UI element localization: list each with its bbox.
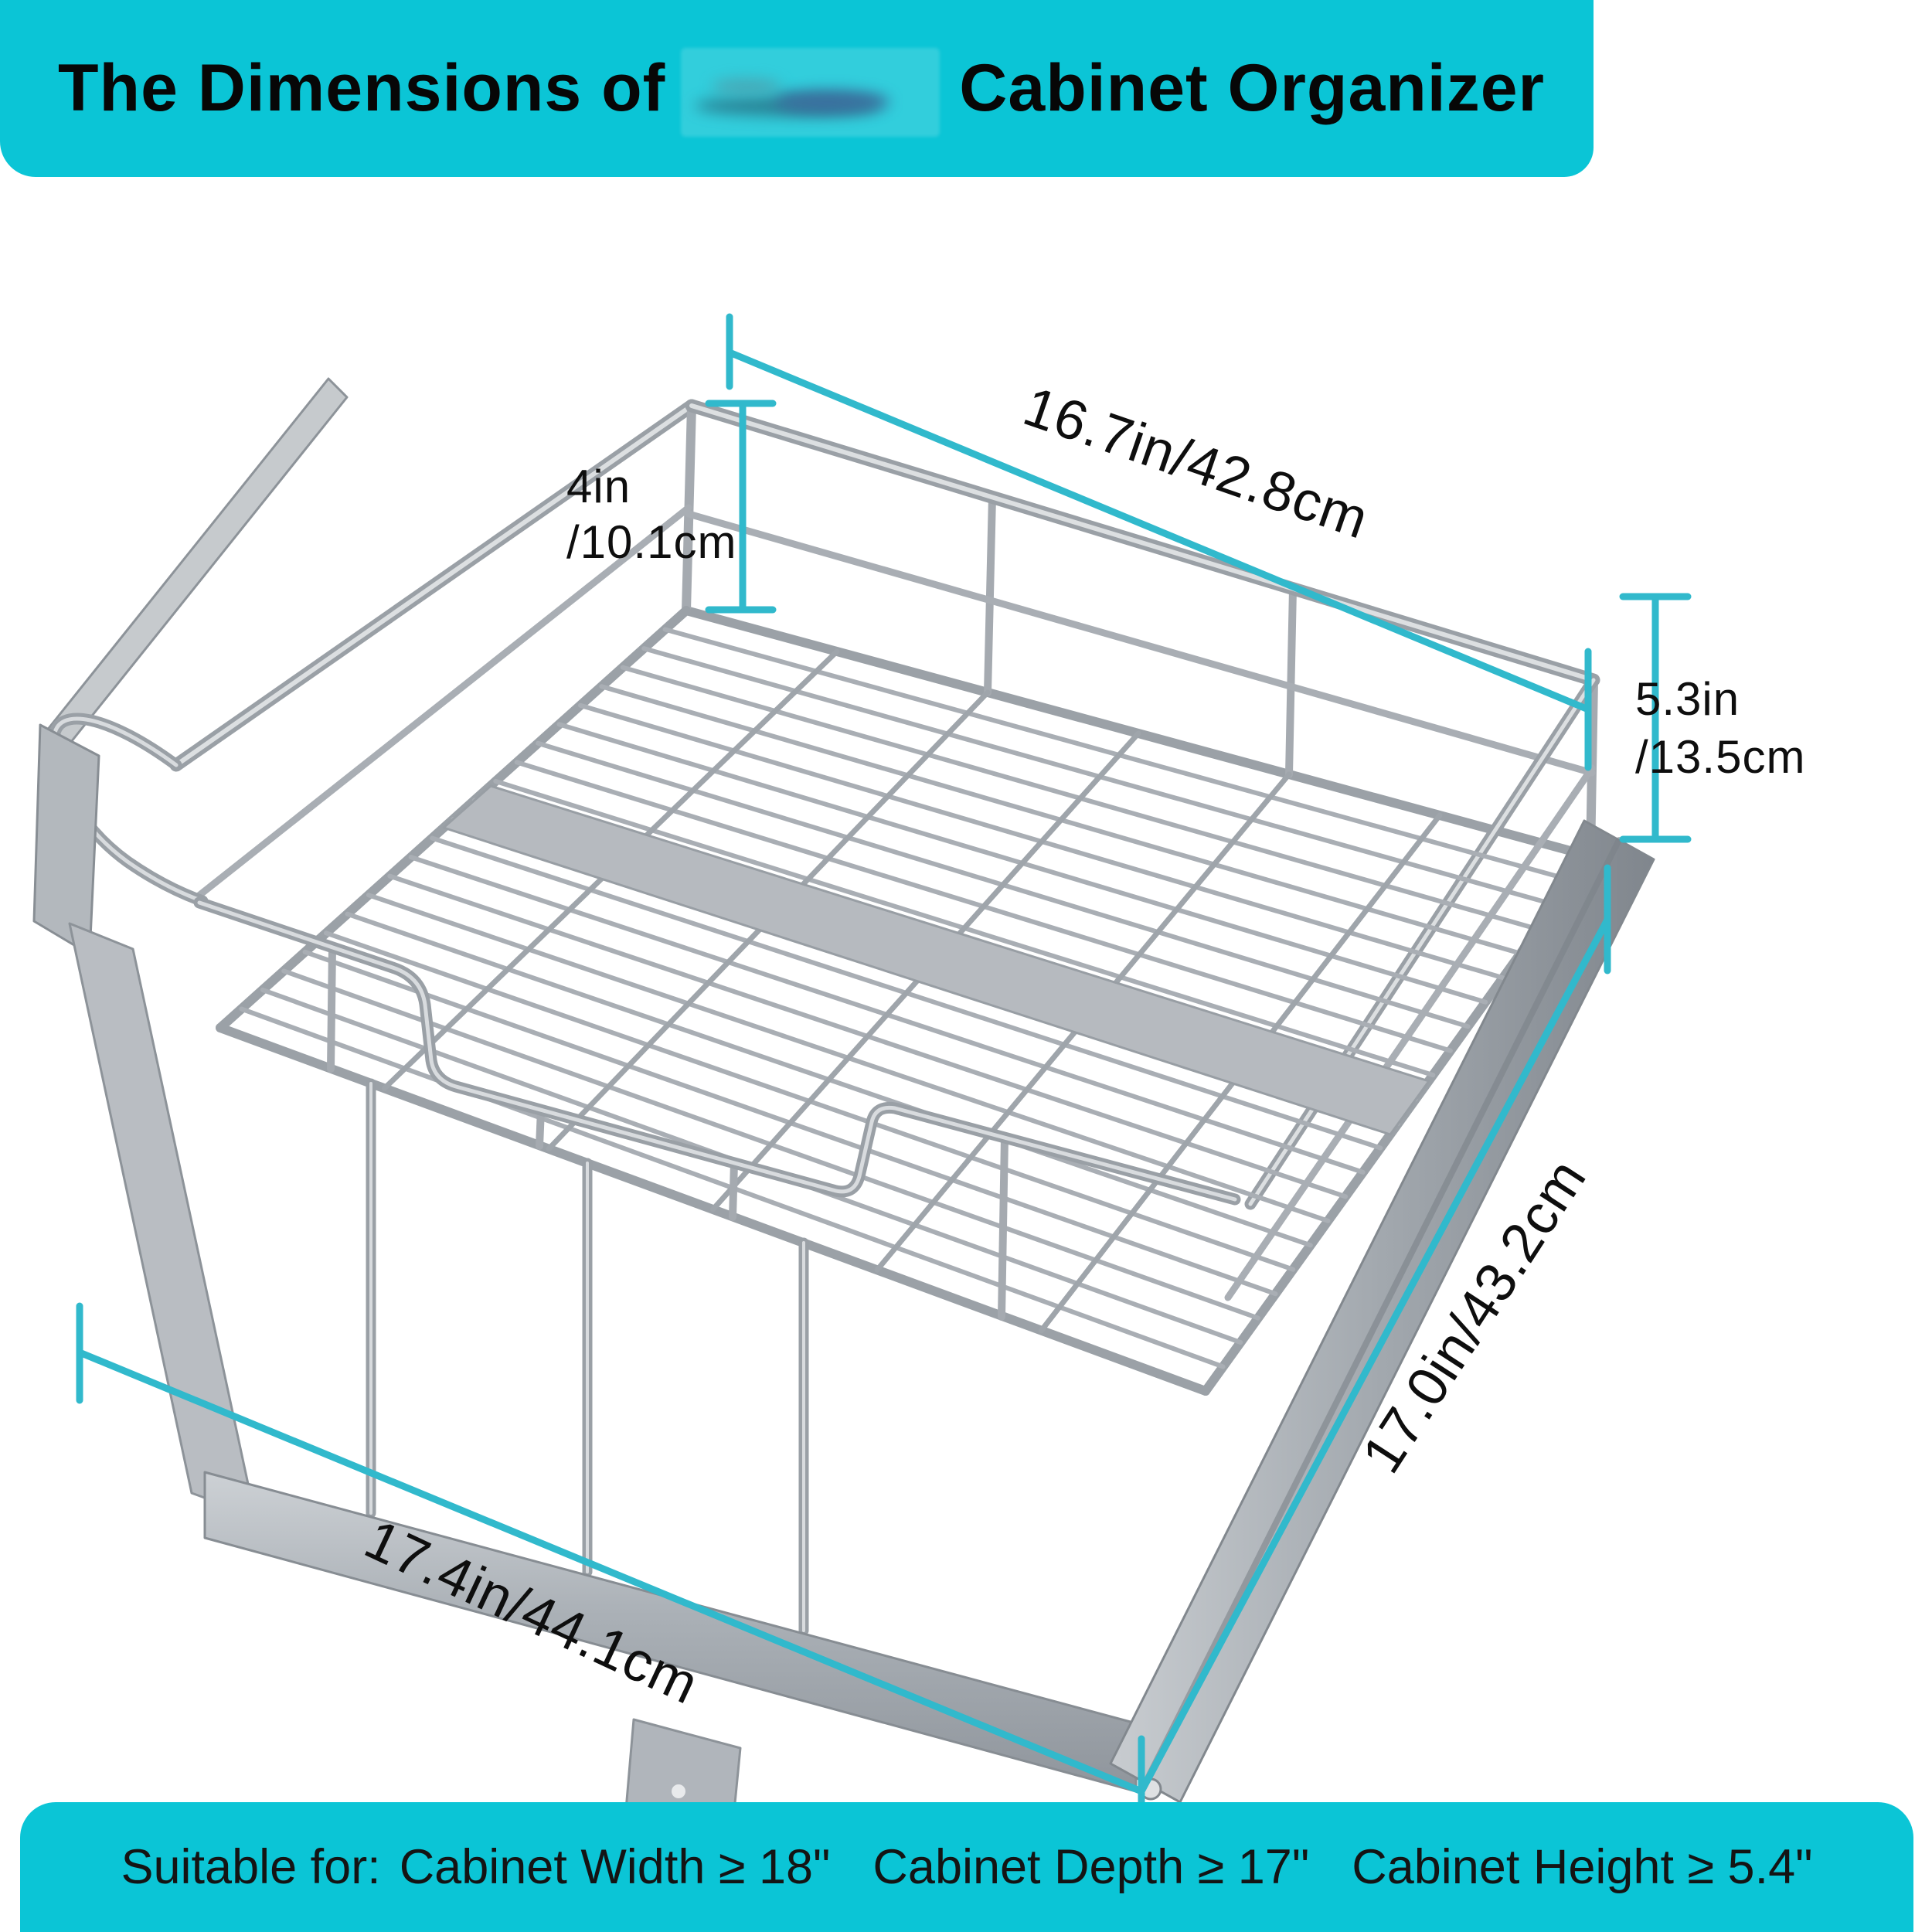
top-width-dim-line — [726, 349, 1592, 713]
back-height-label-cm: /10.1cm — [566, 516, 736, 568]
center-metal-band — [442, 784, 1430, 1136]
left-side-wall-wire — [194, 504, 692, 900]
right-slide-rail — [1109, 819, 1655, 1804]
suitability-prefix: Suitable for: — [121, 1840, 381, 1894]
bottom-width-dim-line — [76, 1349, 1145, 1795]
wire-basket-product-image — [32, 377, 1655, 1876]
dimension-lines — [76, 313, 1692, 1851]
left-lower-rail — [68, 922, 257, 1518]
front-hanging-wires — [366, 1078, 809, 1636]
back-height-label-in: 4in — [566, 461, 631, 512]
page-title: The Dimensions of Cabinet Organizer — [58, 40, 1545, 137]
requirement-cabinet-height: Cabinet Height ≥ 5.4" — [1352, 1840, 1813, 1894]
left-slide-rail — [45, 377, 349, 751]
requirement-cabinet-width: Cabinet Width ≥ 18" — [399, 1840, 831, 1894]
suitability-banner: Suitable for: Cabinet Width ≥ 18" Cabine… — [20, 1802, 1913, 1932]
depth-dim-line — [1138, 916, 1611, 1795]
left-rail-bracket — [32, 723, 100, 956]
suitability-text: Suitable for: Cabinet Width ≥ 18" Cabine… — [121, 1839, 1812, 1895]
title-banner: The Dimensions of Cabinet Organizer — [0, 0, 1594, 177]
brand-name-redacted-blur — [681, 48, 940, 137]
title-prefix: The Dimensions of — [58, 51, 666, 125]
side-height-label-in: 5.3in — [1635, 673, 1740, 725]
title-suffix: Cabinet Organizer — [959, 51, 1545, 125]
side-height-label-cm: /13.5cm — [1635, 731, 1805, 783]
requirement-cabinet-depth: Cabinet Depth ≥ 17" — [872, 1840, 1310, 1894]
front-wall — [193, 896, 1241, 1321]
